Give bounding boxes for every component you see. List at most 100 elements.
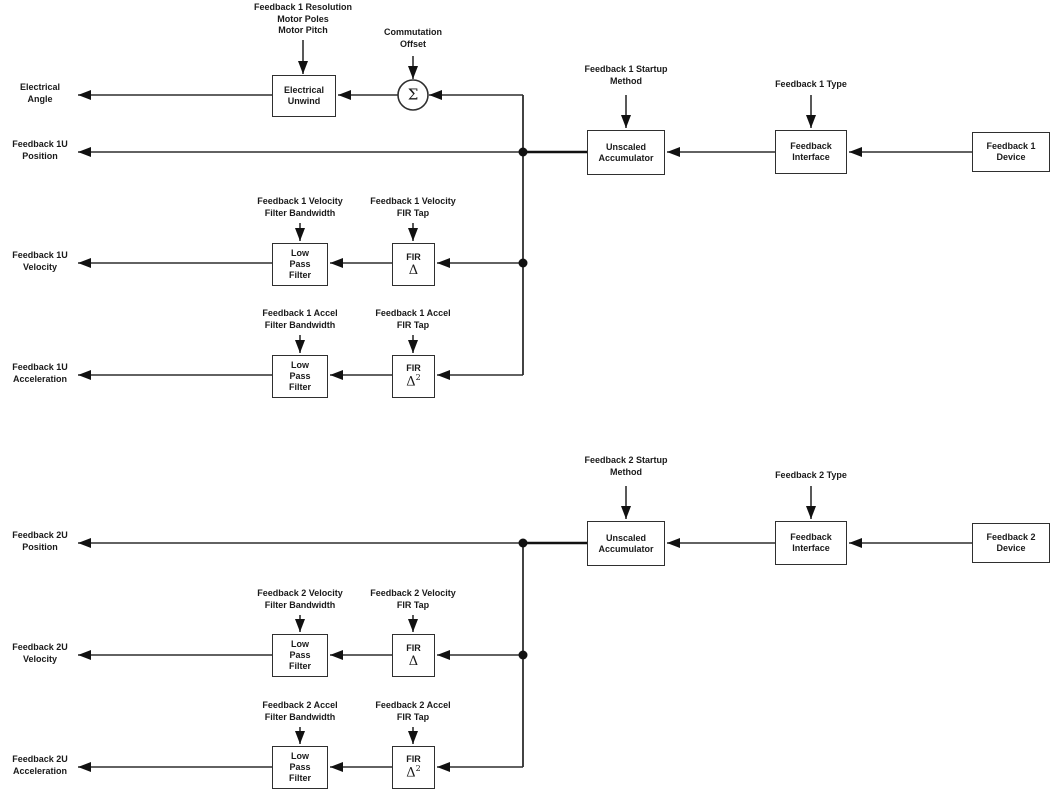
fb2-label-type: Feedback 2 Type	[775, 470, 847, 482]
fb1-velocity-low-pass-filter-box: Low Pass Filter	[272, 243, 328, 286]
text-line: Electrical	[19, 82, 61, 92]
fb1-label-commutation-offset: Commutation Offset	[384, 27, 442, 50]
text-line: Interface	[792, 543, 830, 553]
text-line: Filter	[288, 661, 311, 671]
text-line: Feedback 2U	[12, 754, 68, 764]
text-line: Method	[610, 466, 642, 477]
fb1-label-resolution: Feedback 1 Resolution Motor Poles Motor …	[254, 2, 352, 37]
text-line: Δ	[408, 262, 419, 278]
text-line: Pass	[289, 762, 311, 772]
text-line: Velocity	[22, 653, 58, 664]
text-line: Unscaled	[605, 532, 647, 543]
text-line: Feedback 1 Accel	[262, 308, 338, 318]
text-line: Feedback 1	[986, 141, 1036, 151]
text-line: Unwind	[287, 96, 321, 106]
text-line: Feedback 2	[986, 532, 1036, 542]
text-line: Accumulator	[598, 152, 654, 163]
fb2-output-position: Feedback 2U Position	[0, 530, 80, 553]
text-line: Device	[996, 543, 1026, 553]
text-line: FIR	[406, 642, 421, 653]
fb1-velocity-fir-box: FIR Δ	[392, 243, 435, 286]
text-line: FIR Tap	[396, 711, 430, 722]
text-line: Feedback 1U	[12, 139, 68, 149]
text-line: Electrical	[283, 85, 325, 95]
fb1-connectors	[78, 40, 972, 380]
text-line: Angle	[27, 93, 53, 104]
junction-dot	[518, 650, 528, 660]
fb1-accel-low-pass-filter-box: Low Pass Filter	[272, 355, 328, 398]
fb2-connectors	[78, 486, 972, 772]
text-line: Low	[291, 360, 309, 370]
text-line: Feedback 1U	[12, 250, 68, 260]
text-line: Interface	[792, 152, 830, 162]
text-line: Unscaled	[605, 141, 647, 152]
text-line: Device	[996, 152, 1026, 162]
summing-junction-circle	[397, 79, 429, 111]
fb2-label-accel-filter-bandwidth: Feedback 2 Accel Filter Bandwidth	[262, 700, 337, 723]
text-line: Filter Bandwidth	[264, 599, 336, 610]
fb1-label-type: Feedback 1 Type	[775, 79, 847, 91]
text-line: Feedback 1 Velocity	[257, 196, 343, 206]
fb2-accel-low-pass-filter-box: Low Pass Filter	[272, 746, 328, 789]
fb1-label-startup-method: Feedback 1 Startup Method	[584, 64, 667, 87]
fb1-output-velocity: Feedback 1U Velocity	[0, 250, 80, 273]
text-line: FIR	[406, 754, 421, 765]
text-line: Δ	[406, 765, 416, 781]
fb1-accel-fir-box: FIR Δ2	[392, 355, 435, 398]
text-line: Feedback 2U	[12, 530, 68, 540]
text-line: Method	[610, 75, 642, 86]
text-line: Feedback 2 Type	[775, 470, 847, 480]
text-line: Δ	[408, 653, 419, 669]
text-line: Position	[22, 150, 58, 161]
text-line: Commutation	[384, 27, 442, 37]
text-line: Motor Poles	[277, 13, 329, 24]
text-line: Feedback 2U	[12, 642, 68, 652]
fb2-unscaled-accumulator-box: Unscaled Accumulator	[587, 521, 665, 566]
text-line: Feedback 2 Velocity	[370, 588, 456, 598]
fb1-label-velocity-filter-bandwidth: Feedback 1 Velocity Filter Bandwidth	[257, 196, 343, 219]
text-line: Feedback 2 Velocity	[257, 588, 343, 598]
fb1-summation-symbol: Σ	[407, 85, 419, 104]
superscript: 2	[415, 764, 421, 774]
text-line: Acceleration	[12, 373, 68, 384]
fb1-output-electrical-angle: Electrical Angle	[0, 82, 80, 105]
text-line: Feedback 1U	[12, 362, 68, 372]
fb1-device-box: Feedback 1 Device	[972, 132, 1050, 172]
delta-symbol: Δ	[409, 654, 418, 669]
fb1-unscaled-accumulator-box: Unscaled Accumulator	[587, 130, 665, 175]
text-line: Filter	[288, 270, 311, 280]
delta-squared-symbol: Δ2	[406, 764, 421, 781]
text-line: Low	[291, 248, 309, 258]
text-line: Feedback 2 Accel	[375, 700, 451, 710]
text-line: Pass	[289, 371, 311, 381]
fb1-label-accel-filter-bandwidth: Feedback 1 Accel Filter Bandwidth	[262, 308, 337, 331]
superscript: 2	[415, 373, 421, 383]
text-line: Offset	[399, 38, 426, 49]
text-line: Filter	[288, 773, 311, 783]
text-line: Feedback 1 Type	[775, 79, 847, 89]
text-line: Position	[22, 541, 58, 552]
fb1-label-accel-fir-tap: Feedback 1 Accel FIR Tap	[375, 308, 450, 331]
text-line: Feedback 1 Resolution	[253, 2, 353, 12]
fb1-electrical-unwind-box: Electrical Unwind	[272, 75, 336, 117]
text-line: FIR	[406, 251, 421, 262]
text-line: FIR Tap	[396, 319, 430, 330]
fb1-feedback-interface-box: Feedback Interface	[775, 130, 847, 174]
text-line: Acceleration	[12, 765, 68, 776]
text-line: Feedback 1 Accel	[375, 308, 451, 318]
text-line: FIR	[406, 363, 421, 374]
fb2-accel-fir-box: FIR Δ2	[392, 746, 435, 789]
text-line: Filter Bandwidth	[264, 207, 336, 218]
text-line: Accumulator	[598, 543, 654, 554]
fb2-velocity-fir-box: FIR Δ	[392, 634, 435, 677]
junction-dot	[518, 258, 528, 268]
text-line: Feedback	[790, 532, 832, 542]
delta-squared-symbol: Δ2	[406, 373, 421, 390]
text-line: Low	[291, 639, 309, 649]
text-line: FIR Tap	[396, 599, 430, 610]
text-line: Feedback 1 Startup	[584, 64, 668, 74]
text-line: Feedback 1 Velocity	[370, 196, 456, 206]
junction-dot	[518, 538, 528, 548]
text-line: Pass	[289, 259, 311, 269]
